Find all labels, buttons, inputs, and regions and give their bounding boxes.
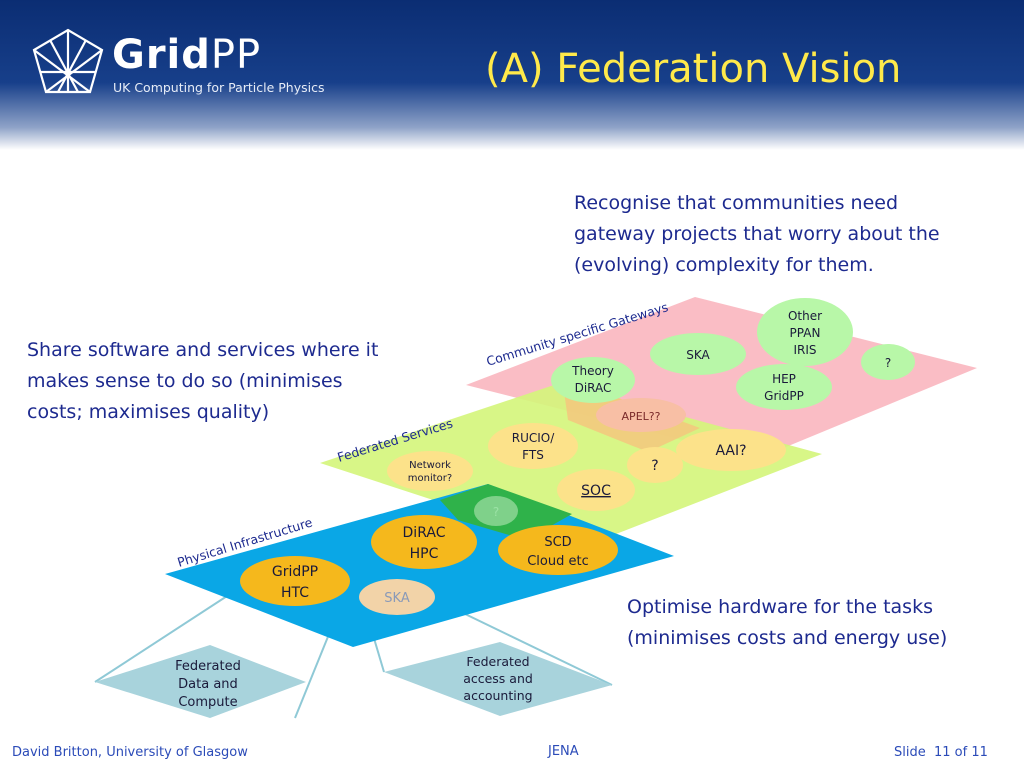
svg-text:Theory: Theory	[571, 364, 614, 378]
svg-text:Compute: Compute	[178, 695, 237, 710]
svg-text:monitor?: monitor?	[408, 473, 452, 484]
svg-text:Cloud etc: Cloud etc	[527, 554, 589, 569]
node-rucio-fts: RUCIO/ FTS	[488, 423, 578, 469]
svg-text:?: ?	[493, 505, 499, 519]
services-layer	[320, 383, 822, 548]
node-other-ppan: Other PPAN IRIS	[757, 298, 853, 366]
note-optimise: Optimise hardware for the tasks (minimis…	[627, 596, 948, 649]
footer-venue: JENA	[548, 744, 579, 759]
node-question-top: ?	[861, 344, 915, 380]
svg-text:?: ?	[651, 458, 658, 474]
bottom-box-left-label: Federated Data and Compute	[175, 659, 241, 710]
svg-text:SCD: SCD	[544, 535, 571, 550]
note-gateways: Recognise that communities need gateway …	[574, 188, 964, 281]
node-scd-cloud: SCD Cloud etc	[498, 525, 618, 575]
node-aai: AAI?	[676, 429, 786, 471]
footer-slide: Slide 11 of 11	[894, 745, 988, 760]
svg-text:Other: Other	[788, 309, 822, 323]
node-theory-dirac: Theory DiRAC	[551, 357, 635, 403]
svg-text:SKA: SKA	[384, 591, 410, 606]
node-gridpp-htc: GridPP HTC	[240, 556, 350, 606]
svg-text:Federated: Federated	[466, 654, 529, 669]
svg-text:DiRAC: DiRAC	[403, 525, 446, 541]
node-dirac-hpc: DiRAC HPC	[371, 515, 477, 569]
node-question-mid: ?	[627, 447, 683, 483]
node-ska-top: SKA	[650, 333, 746, 375]
footer-author: David Britton, University of Glasgow	[12, 745, 248, 760]
svg-text:PPAN: PPAN	[790, 326, 821, 340]
svg-text:access and: access and	[463, 671, 533, 686]
svg-text:GridPP: GridPP	[272, 564, 318, 580]
bottom-box-right-label: Federated access and accounting	[463, 654, 533, 703]
svg-text:?: ?	[885, 356, 891, 370]
svg-text:GridPP: GridPP	[764, 389, 804, 403]
node-hep-gridpp: HEP GridPP	[736, 364, 832, 410]
header-banner: GridPP UK Computing for Particle Physics…	[0, 0, 1024, 150]
node-ska-bottom: SKA	[359, 579, 435, 615]
svg-text:AAI?: AAI?	[715, 443, 746, 459]
page-title: (A) Federation Vision	[485, 46, 902, 92]
svg-text:FTS: FTS	[522, 448, 544, 462]
slide-number: 11 of 11	[934, 745, 988, 760]
svg-text:SOC: SOC	[581, 483, 611, 499]
bottom-box-right	[384, 642, 612, 716]
svg-text:Network: Network	[409, 460, 451, 471]
node-apel: APEL??	[596, 398, 686, 432]
bottom-box-left	[95, 645, 306, 718]
svg-text:Data and: Data and	[178, 677, 238, 692]
svg-text:SKA: SKA	[686, 348, 710, 362]
svg-text:accounting: accounting	[463, 688, 532, 703]
note-share: Share software and services where it mak…	[27, 335, 399, 428]
svg-text:IRIS: IRIS	[793, 343, 816, 357]
logo-subtitle: UK Computing for Particle Physics	[113, 80, 325, 95]
svg-text:Federated: Federated	[175, 659, 241, 674]
node-soc: SOC	[557, 469, 635, 511]
svg-text:APEL??: APEL??	[622, 410, 661, 423]
svg-text:HTC: HTC	[281, 585, 309, 601]
grid-globe-icon	[32, 28, 104, 94]
logo-wordmark: GridPP	[112, 32, 262, 78]
svg-text:HEP: HEP	[772, 372, 796, 386]
svg-text:DiRAC: DiRAC	[575, 381, 612, 395]
svg-text:HPC: HPC	[410, 546, 439, 562]
slide-label: Slide	[894, 745, 926, 760]
node-network-monitor: Network monitor?	[387, 451, 473, 491]
svg-text:RUCIO/: RUCIO/	[512, 431, 555, 445]
node-question-overlap: ?	[474, 496, 518, 526]
